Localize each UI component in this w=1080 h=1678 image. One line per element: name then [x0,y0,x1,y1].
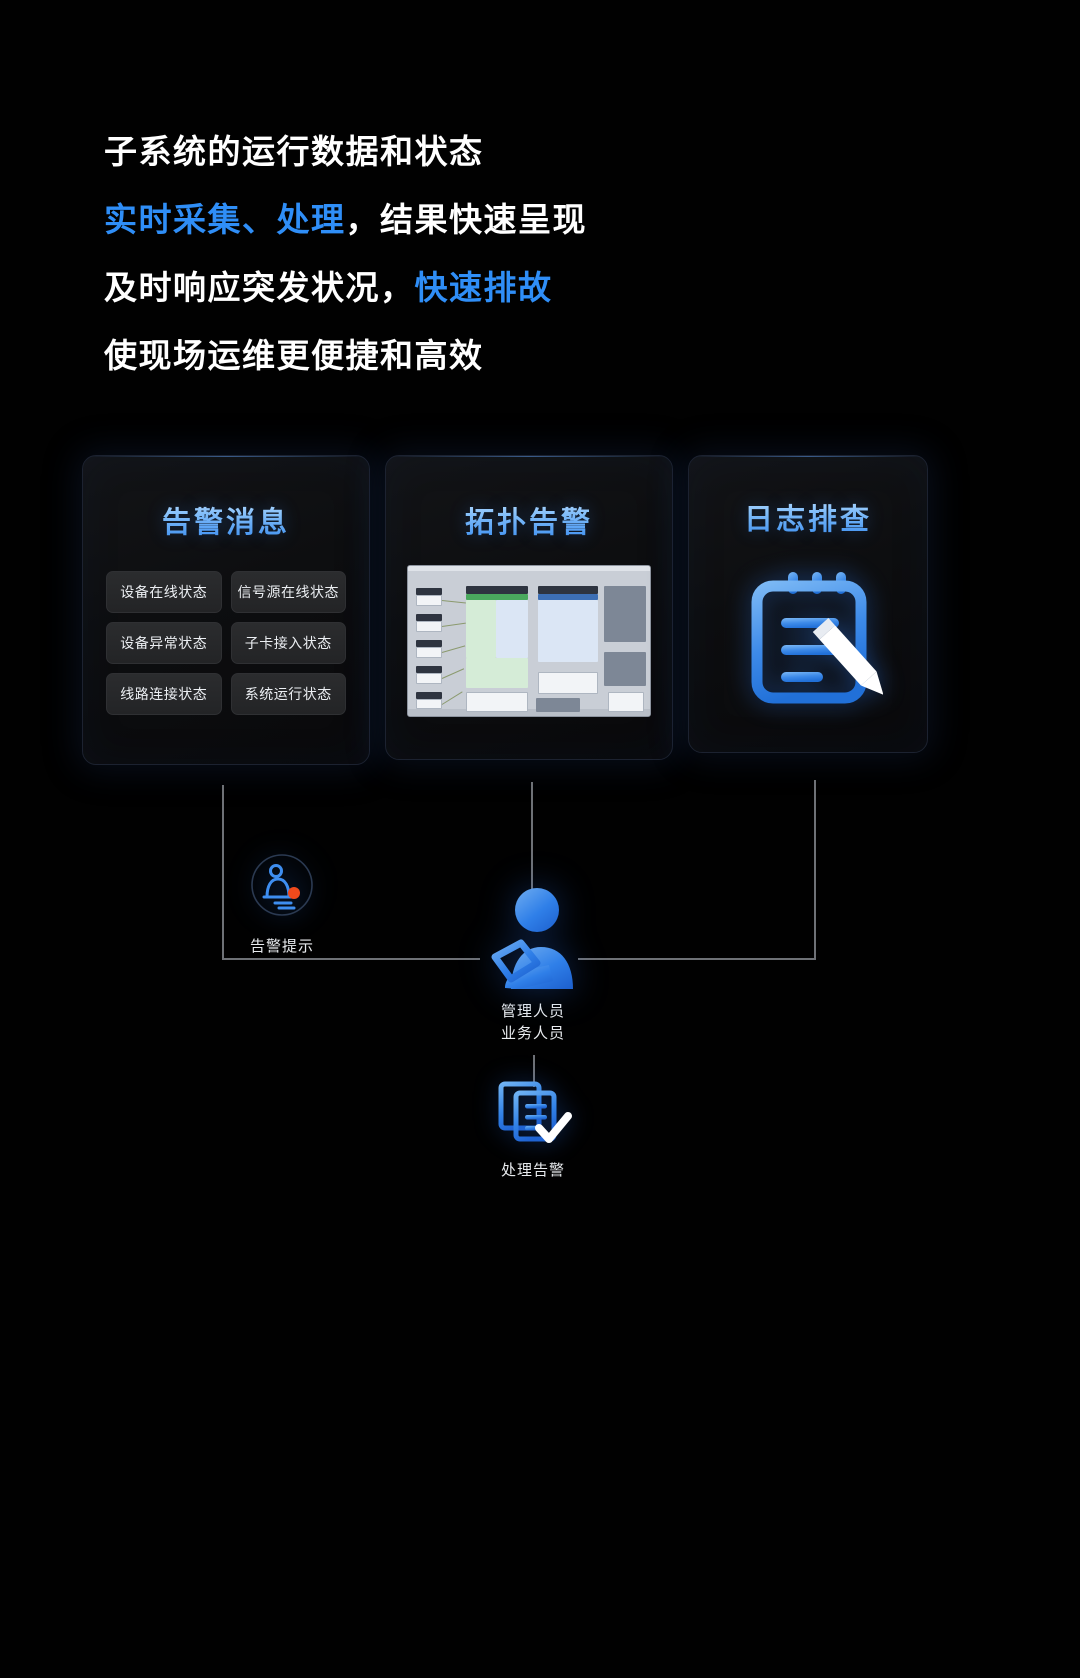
topology-statusbar-strip [408,709,650,716]
flow-node-person-label-2: 业务人员 [500,1025,565,1042]
cards-row: 告警消息 设备在线状态 信号源在线状态 设备异常状态 子卡接入状态 线路连接状态… [0,455,1080,770]
flow-node-alert-label: 告警提示 [249,938,314,955]
headline-line-2-highlight: 实时采集、处理 [104,201,346,238]
tag-signal-online[interactable]: 信号源在线状态 [230,571,346,613]
headline-line-3: 及时响应突发状况，快速排故 [104,254,804,322]
clipboard-pencil-icon [733,560,884,710]
tag-system-running[interactable]: 系统运行状态 [230,673,346,715]
connector-card3-vertical [814,780,816,960]
topology-toolbar-strip [408,566,650,571]
flow-node-person[interactable]: 管理人员 业务人员 [443,885,623,1045]
flow-node-handle-alarm[interactable]: 处理告警 [458,1078,608,1182]
flow-node-handle-label: 处理告警 [500,1162,565,1179]
headline-line-4: 使现场运维更便捷和高效 [104,337,484,374]
tag-line-connection[interactable]: 线路连接状态 [106,673,222,715]
bell-alert-icon [245,848,319,922]
document-check-icon [494,1078,572,1150]
connector-card2-vertical [531,782,533,900]
connector-right-horizontal [578,958,816,960]
connector-card1-vertical [222,785,224,960]
connector-person-to-handle [533,1055,535,1087]
headline-line-3-rest: 及时响应突发状况， [104,269,415,306]
alarm-tag-grid: 设备在线状态 信号源在线状态 设备异常状态 子卡接入状态 线路连接状态 系统运行… [106,571,346,715]
flow-node-alert[interactable]: 告警提示 [208,848,356,958]
tag-device-online[interactable]: 设备在线状态 [106,571,222,613]
tag-subcard-access[interactable]: 子卡接入状态 [230,622,346,664]
headline-line-2-rest: ，结果快速呈现 [345,201,587,238]
headline-line-3-highlight: 快速排故 [414,269,553,306]
topology-screenshot-image[interactable] [407,565,651,717]
person-tablet-icon [475,885,591,993]
card-topology-title: 拓扑告警 [386,499,672,541]
tag-device-abnormal[interactable]: 设备异常状态 [106,622,222,664]
card-log-inspection[interactable]: 日志排查 [688,455,928,753]
headline-line-2: 实时采集、处理，结果快速呈现 [104,186,804,254]
flow-node-person-label-1: 管理人员 [500,1003,565,1020]
card-topology-alarm[interactable]: 拓扑告警 [385,455,673,760]
card-alarm-message[interactable]: 告警消息 设备在线状态 信号源在线状态 设备异常状态 子卡接入状态 线路连接状态… [82,455,370,765]
card-alarm-title: 告警消息 [83,499,369,541]
headline-line-1: 子系统的运行数据和状态 [104,133,484,170]
headline-block: 子系统的运行数据和状态 实时采集、处理，结果快速呈现 及时响应突发状况，快速排故… [104,118,804,390]
connector-left-horizontal [222,958,480,960]
card-log-title: 日志排查 [689,496,927,538]
